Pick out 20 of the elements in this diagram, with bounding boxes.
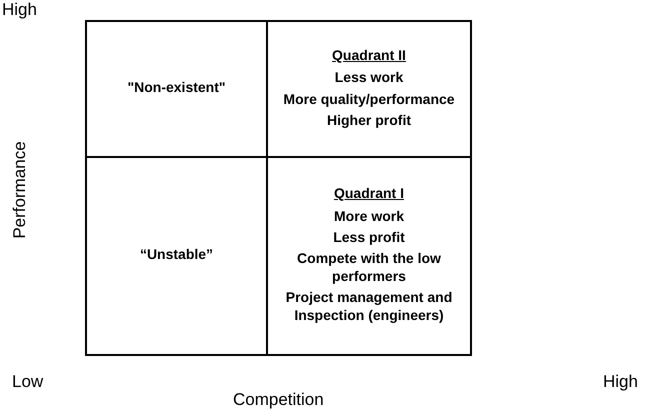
- quadrant-item: Higher profit: [327, 110, 411, 129]
- quadrant-item: Compete with the low performers: [296, 248, 442, 286]
- quadrant-item: Less work: [334, 68, 404, 86]
- axis-title: Competition: [233, 390, 324, 410]
- axis-label: High: [603, 372, 638, 392]
- axis-title: Performance: [10, 141, 30, 239]
- axis-label: High: [2, 0, 37, 20]
- quadrant-cell: [85, 156, 268, 356]
- quadrant-heading: Quadrant II: [332, 46, 406, 64]
- quadrant-cell: [85, 20, 268, 158]
- axis-label: Low: [12, 372, 44, 392]
- quadrant-label: “Unstable”: [140, 245, 214, 264]
- quadrant-item: More work: [334, 206, 404, 225]
- quadrant-item: Less profit: [333, 228, 405, 246]
- quadrant-item: More quality/performance: [283, 90, 455, 108]
- quadrant-label: "Non-existent": [127, 78, 226, 97]
- quadrant-cell: [266, 20, 472, 158]
- quadrant-item: Project management and Inspection (engineers): [284, 288, 454, 325]
- quadrant-cell: [266, 156, 472, 356]
- quadrant-heading: Quadrant I: [334, 184, 404, 203]
